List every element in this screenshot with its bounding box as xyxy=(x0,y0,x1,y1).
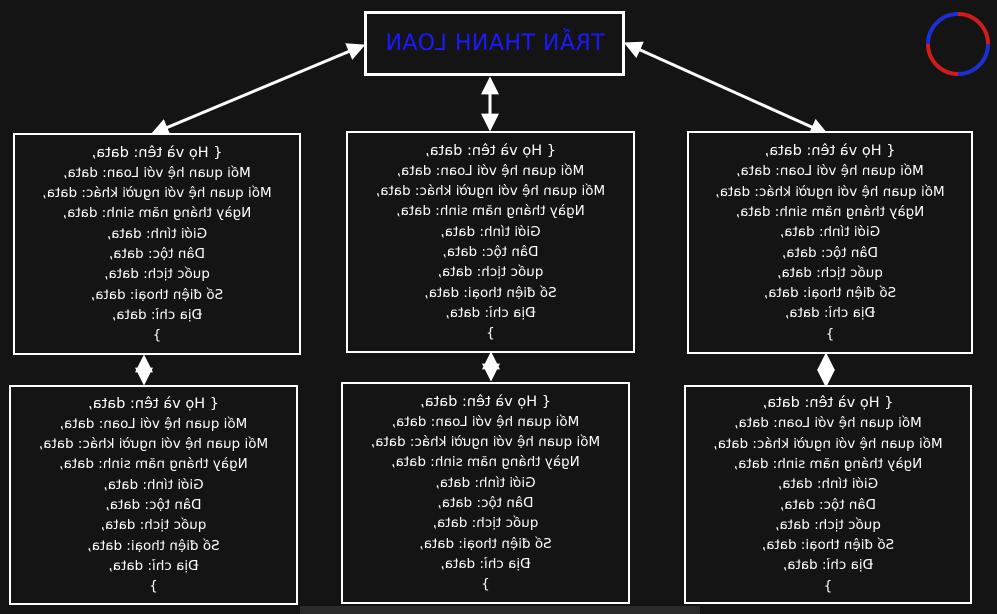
card-line-close: } xyxy=(486,325,495,342)
card-line-close: } xyxy=(825,325,835,342)
card-content: { Họ và tên: data, Mối quan hệ với Loan:… xyxy=(15,135,299,353)
card-line-address: Địa chỉ: data, xyxy=(782,557,874,574)
card-line-nationality: quốc tịch: data, xyxy=(777,264,883,281)
card-line-birthdate: Ngày tháng năm sinh: data, xyxy=(735,203,925,220)
card-line-name: { Họ và tên: data, xyxy=(91,144,223,161)
card-line-relation-loan: Mối quan hệ với Loan: data, xyxy=(736,163,924,180)
card-line-address: Địa chỉ: data, xyxy=(108,557,199,574)
card-line-close: } xyxy=(149,578,158,595)
card-line-birthdate: Ngày tháng năm sinh: data, xyxy=(59,456,248,473)
card-line-phone: Số điện thoại: data, xyxy=(90,286,224,303)
card-line-name: { Họ và tên: data, xyxy=(420,393,551,410)
card-line-name: { Họ và tên: data, xyxy=(764,143,896,160)
card-line-relation-others: Mối quan hệ với người khác: data, xyxy=(375,183,606,200)
card-line-relation-loan: Mối quan hệ với Loan: data, xyxy=(396,162,585,179)
card-line-gender: Giới tính: data, xyxy=(779,224,881,241)
arrow-root-to-left xyxy=(150,43,366,136)
card-line-nationality: quốc tịch: data, xyxy=(100,517,207,534)
card-line-birthdate: Ngày tháng năm sinh: data, xyxy=(396,203,585,220)
card-line-close: } xyxy=(823,577,833,594)
card-line-ethnicity: Dân tộc: data, xyxy=(437,495,534,511)
card-line-relation-loan: Mối quan hệ với Loan: data, xyxy=(734,415,922,432)
card-line-ethnicity: Dân tộc: data, xyxy=(781,244,879,261)
card-content: { Họ và tên: data, Mối quan hệ với Loan:… xyxy=(348,133,633,351)
card-line-gender: Giới tính: data, xyxy=(440,223,541,240)
card-line-address: Địa chỉ: data, xyxy=(445,304,536,321)
card-line-gender: Giới tính: data, xyxy=(435,474,536,491)
card-line-ethnicity: Dân tộc: data, xyxy=(779,496,877,513)
root-node-box: TRẦN THANH LOAN xyxy=(364,11,625,76)
card-line-name: { Họ và tên: data, xyxy=(88,395,219,412)
card-line-relation-loan: Mối quan hệ với Loan: data, xyxy=(391,413,580,430)
member-card-bottom-left: { Họ và tên: data, Mối quan hệ với Loan:… xyxy=(9,385,298,605)
card-line-birthdate: Ngày tháng năm sinh: data, xyxy=(62,205,252,222)
card-line-name: { Họ và tên: data, xyxy=(762,395,894,412)
member-card-top-right: { Họ và tên: data, Mối quan hệ với Loan:… xyxy=(687,131,973,354)
card-line-relation-others: Mối quan hệ với người khác: data, xyxy=(42,185,272,202)
card-line-name: { Họ và tên: data, xyxy=(425,142,556,159)
bottom-scroll-strip xyxy=(300,606,700,614)
member-card-bottom-center: { Họ và tên: data, Mối quan hệ với Loan:… xyxy=(341,382,630,604)
card-line-ethnicity: Dân tộc: data, xyxy=(105,497,202,513)
root-node-title: TRẦN THANH LOAN xyxy=(384,31,605,56)
card-content: { Họ và tên: data, Mối quan hệ với Loan:… xyxy=(343,384,628,602)
card-line-relation-others: Mối quan hệ với người khác: data, xyxy=(715,183,945,200)
card-content: { Họ và tên: data, Mối quan hệ với Loan:… xyxy=(689,133,971,352)
card-line-relation-loan: Mối quan hệ với Loan: data, xyxy=(59,415,248,432)
member-card-top-left: { Họ và tên: data, Mối quan hệ với Loan:… xyxy=(13,133,301,355)
card-line-address: Địa chỉ: data, xyxy=(440,555,531,572)
card-line-gender: Giới tính: data, xyxy=(106,225,208,242)
card-line-relation-others: Mối quan hệ với người khác: data, xyxy=(38,436,269,453)
card-line-phone: Số điện thoại: data, xyxy=(87,537,220,554)
card-content: { Họ và tên: data, Mối quan hệ với Loan:… xyxy=(686,387,970,602)
card-line-birthdate: Ngày tháng năm sinh: data, xyxy=(391,454,580,471)
member-card-bottom-right: { Họ và tên: data, Mối quan hệ với Loan:… xyxy=(684,385,972,604)
card-line-phone: Số điện thoại: data, xyxy=(761,537,895,554)
arrow-root-to-right xyxy=(623,41,829,136)
card-line-relation-others: Mối quan hệ với người khác: data, xyxy=(370,434,601,451)
card-line-ethnicity: Dân tộc: data, xyxy=(442,244,539,260)
card-line-phone: Số điện thoại: data, xyxy=(763,285,897,302)
card-line-nationality: quốc tịch: data, xyxy=(437,264,544,281)
card-line-address: Địa chỉ: data, xyxy=(784,305,876,322)
card-line-phone: Số điện thoại: data, xyxy=(424,284,557,301)
card-line-gender: Giới tính: data, xyxy=(777,476,879,493)
card-line-close: } xyxy=(481,576,490,593)
card-line-phone: Số điện thoại: data, xyxy=(419,535,552,552)
card-line-relation-loan: Mối quan hệ với Loan: data, xyxy=(63,164,251,181)
card-line-gender: Giới tính: data, xyxy=(103,476,204,493)
card-line-relation-others: Mối quan hệ với người khác: data, xyxy=(713,435,943,452)
card-line-close: } xyxy=(152,327,162,344)
card-line-nationality: quốc tịch: data, xyxy=(104,266,210,283)
card-line-address: Địa chỉ: data, xyxy=(111,306,203,323)
circle-logo-icon xyxy=(926,12,990,76)
card-line-nationality: quốc tịch: data, xyxy=(432,515,539,532)
card-line-ethnicity: Dân tộc: data, xyxy=(108,246,206,262)
card-content: { Họ và tên: data, Mối quan hệ với Loan:… xyxy=(11,387,296,603)
member-card-top-center: { Họ và tên: data, Mối quan hệ với Loan:… xyxy=(346,131,635,353)
card-line-birthdate: Ngày tháng năm sinh: data, xyxy=(733,455,923,472)
card-line-nationality: quốc tịch: data, xyxy=(775,516,881,533)
